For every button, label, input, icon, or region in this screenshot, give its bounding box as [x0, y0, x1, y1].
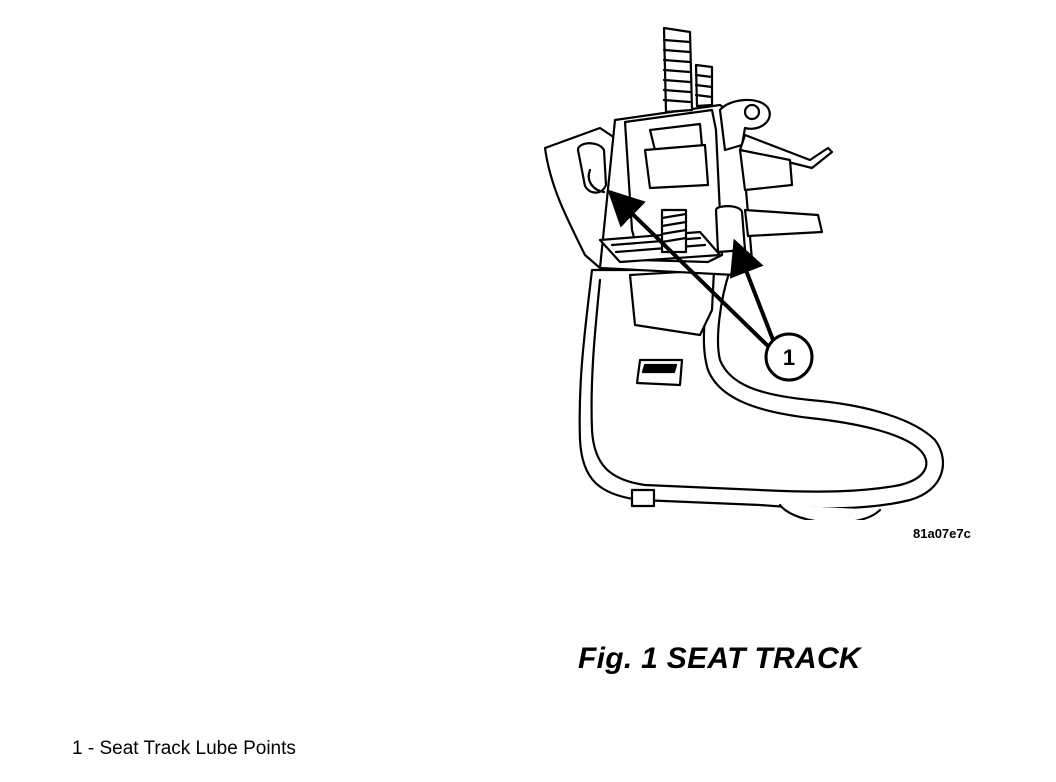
- seat-track-illustration: 1: [530, 20, 960, 520]
- callout-number: 1: [783, 345, 795, 370]
- legend-item: 1 - Seat Track Lube Points: [72, 738, 296, 759]
- figure-code: 81a07e7c: [913, 526, 971, 541]
- callout-leader-right: [729, 238, 777, 346]
- seat-track-drawing: 1: [543, 26, 944, 520]
- right-blade: [743, 208, 824, 238]
- right-lube-slot: [714, 205, 747, 254]
- track-base-inner: [590, 273, 928, 493]
- rail-slot-inner: [641, 363, 678, 374]
- latch-pivot: [743, 103, 761, 121]
- track-foot-stub: [630, 488, 656, 508]
- latch-body: [738, 148, 794, 192]
- housing-inner-plate: [643, 143, 710, 190]
- figure-caption: Fig. 1 SEAT TRACK: [578, 642, 861, 675]
- callout-marker: 1: [764, 332, 814, 382]
- left-bracket-hook: [587, 168, 606, 194]
- callout-leader-left: [607, 189, 772, 350]
- track-foot: [778, 503, 882, 520]
- left-bracket-slot: [576, 142, 608, 194]
